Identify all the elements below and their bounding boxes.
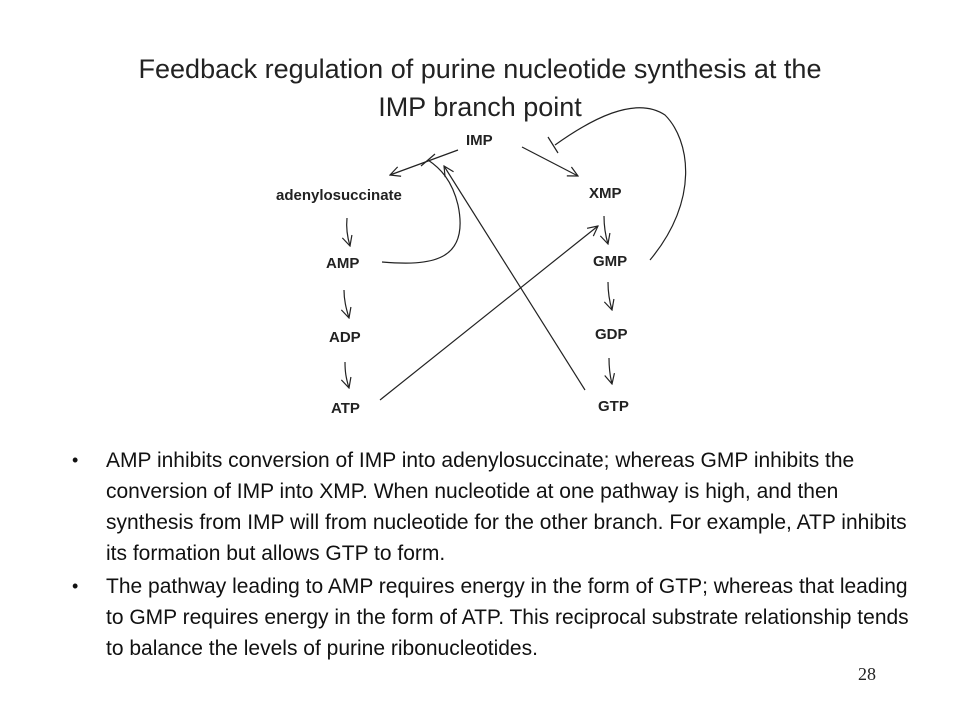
inhibition-bar-gmp bbox=[547, 136, 559, 154]
slide-title-line-2: IMP branch point bbox=[378, 92, 582, 122]
arrow-imp-to-xmp bbox=[521, 146, 578, 176]
arrow-gmp-to-gdp bbox=[608, 281, 612, 310]
arrow-gdp-to-gtp bbox=[609, 357, 612, 384]
bullet-item-1: AMP inhibits conversion of IMP into aden… bbox=[70, 445, 920, 569]
node-amp: AMP bbox=[326, 255, 359, 272]
slide-title: Feedback regulation of purine nucleotide… bbox=[60, 50, 900, 126]
arrow-amp-to-adp bbox=[344, 289, 349, 318]
arrow-xmp-to-gmp bbox=[604, 215, 608, 244]
arrow-imp-to-adenylosuccinate bbox=[390, 149, 459, 175]
node-imp: IMP bbox=[466, 132, 493, 149]
pathway-diagram: IMP adenylosuccinate AMP ADP ATP XMP GMP… bbox=[276, 107, 687, 417]
node-adenylosuccinate: adenylosuccinate bbox=[276, 187, 402, 204]
arrow-adenylosuccinate-to-amp bbox=[347, 217, 350, 246]
bullet-list: AMP inhibits conversion of IMP into aden… bbox=[70, 445, 920, 666]
node-atp: ATP bbox=[331, 400, 360, 417]
inhibition-gmp-feedback bbox=[554, 107, 687, 261]
arrow-atp-to-gmp-step bbox=[379, 226, 598, 401]
node-adp: ADP bbox=[329, 329, 361, 346]
node-gmp: GMP bbox=[593, 253, 627, 270]
inhibition-amp-feedback bbox=[381, 159, 461, 264]
node-gtp: GTP bbox=[598, 398, 629, 415]
bullet-item-2: The pathway leading to AMP requires ener… bbox=[70, 571, 920, 664]
arrow-gtp-to-amp-step bbox=[444, 166, 586, 391]
node-xmp: XMP bbox=[589, 185, 622, 202]
page-number: 28 bbox=[858, 664, 876, 684]
inhibition-bar-amp bbox=[420, 153, 436, 167]
node-gdp: GDP bbox=[595, 326, 628, 343]
slide-title-line-1: Feedback regulation of purine nucleotide… bbox=[138, 54, 822, 84]
arrow-adp-to-atp bbox=[345, 361, 349, 388]
